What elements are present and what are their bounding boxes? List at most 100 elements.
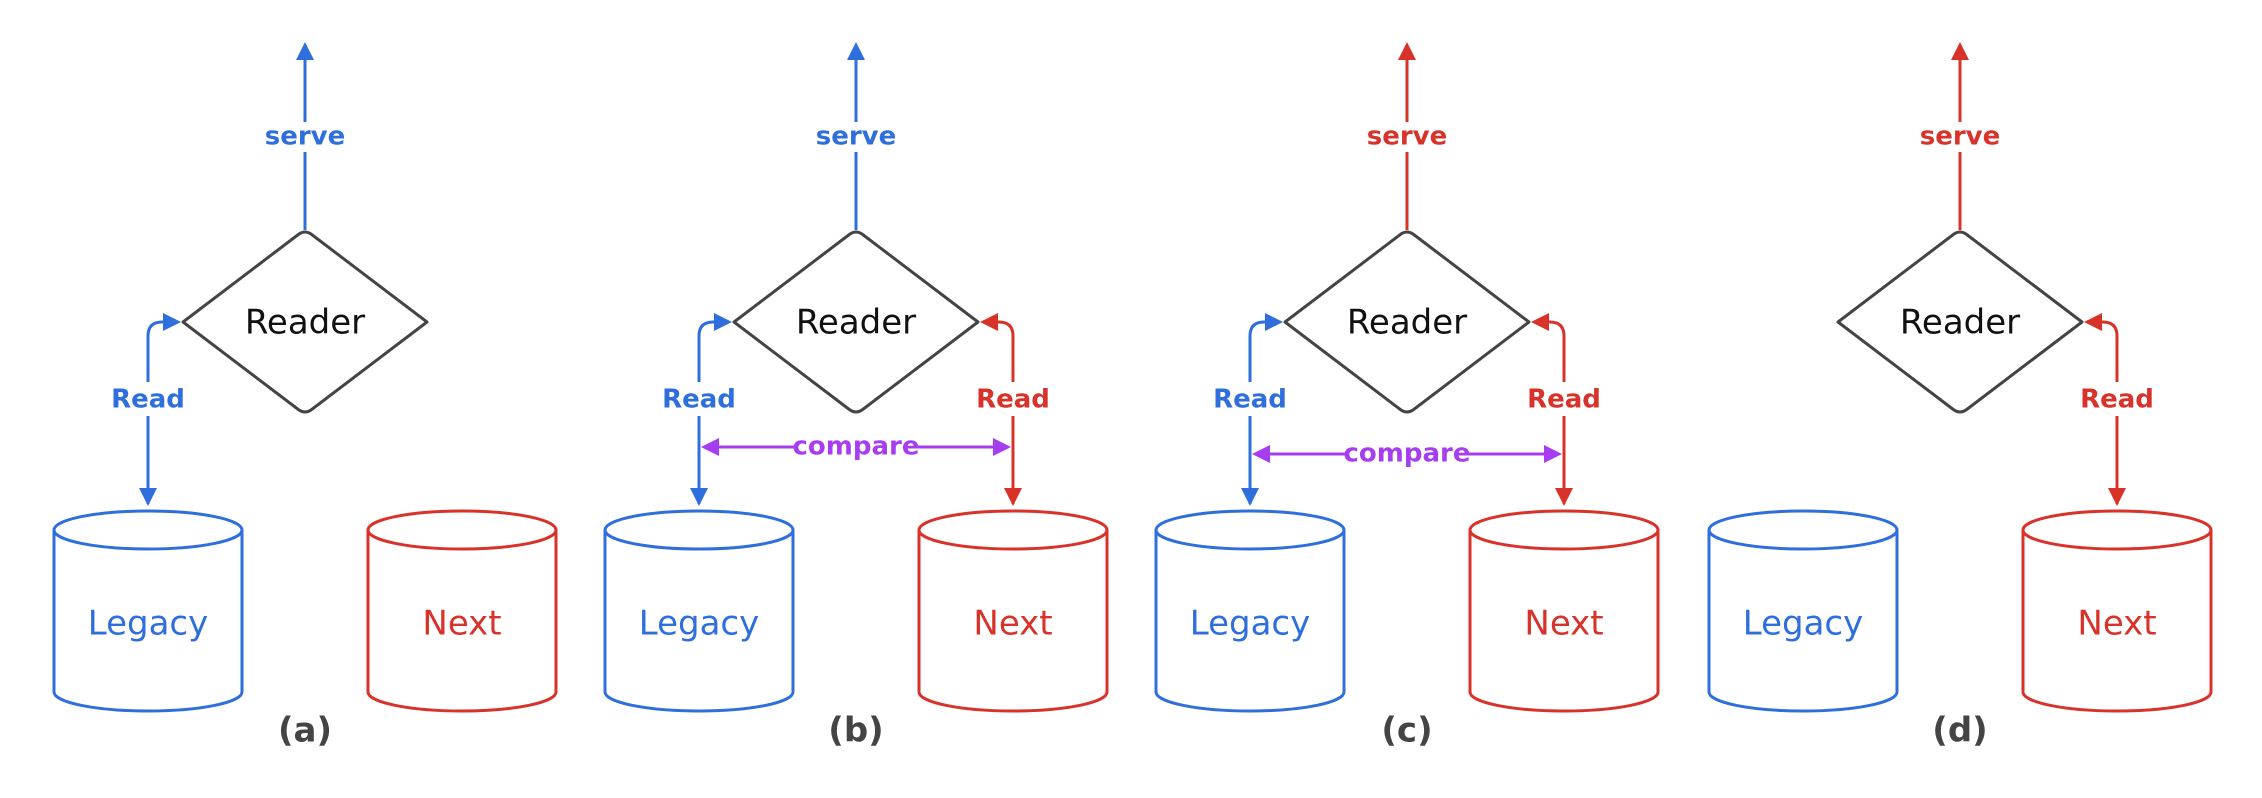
serve-label-bg xyxy=(811,122,901,152)
serve-arrowhead-icon xyxy=(847,42,865,60)
read-line xyxy=(2100,320,2119,504)
legacy-database: Legacy xyxy=(1707,509,1899,713)
reader-label: Reader xyxy=(796,303,916,343)
cylinder-top xyxy=(1468,509,1660,551)
serve-label-bg xyxy=(1362,122,1452,152)
read-label: Read xyxy=(662,385,736,415)
reader-diamond xyxy=(732,230,980,414)
compare-arrowhead-right-icon xyxy=(1544,445,1562,463)
read-arrowhead-down-icon xyxy=(1241,488,1259,506)
read-label: Read xyxy=(1213,385,1287,415)
next-database: Next xyxy=(2021,509,2213,713)
read-label-bg xyxy=(975,382,1051,416)
reader-diamond xyxy=(1283,230,1531,414)
cylinder-body xyxy=(366,530,558,713)
compare-label: compare xyxy=(1344,439,1471,469)
read-legacy-arrow: Read xyxy=(110,313,186,506)
database-label: Legacy xyxy=(1190,604,1311,644)
serve-arrowhead-icon xyxy=(1398,42,1416,60)
cylinder-body xyxy=(1154,530,1346,713)
database-label: Legacy xyxy=(1743,604,1864,644)
database-label: Legacy xyxy=(88,604,209,644)
serve-label: serve xyxy=(1367,122,1448,152)
compare-label: compare xyxy=(793,432,920,462)
serve-arrowhead-icon xyxy=(1951,42,1969,60)
reader-label: Reader xyxy=(1900,303,2020,343)
read-arrowhead-up-icon xyxy=(2084,313,2102,331)
serve-label: serve xyxy=(816,122,897,152)
next-database: Next xyxy=(366,509,558,713)
cylinder-top xyxy=(2021,509,2213,551)
panel-caption: (c) xyxy=(1381,711,1432,751)
compare-label-bg xyxy=(796,430,916,462)
cylinder-body xyxy=(917,530,1109,713)
read-line xyxy=(1248,320,1267,504)
next-database: Next xyxy=(1468,509,1660,713)
cylinder-top xyxy=(917,509,1109,551)
read-arrowhead-up-icon xyxy=(1531,313,1549,331)
read-label: Read xyxy=(1527,385,1601,415)
read-next-arrow: Read xyxy=(975,313,1051,506)
serve-label: serve xyxy=(1920,122,2001,152)
cylinder-body xyxy=(1707,530,1899,713)
next-database: Next xyxy=(917,509,1109,713)
read-line xyxy=(146,320,165,504)
legacy-database: Legacy xyxy=(52,509,244,713)
read-legacy-arrow: Read xyxy=(1212,313,1288,506)
read-arrowhead-down-icon xyxy=(2108,488,2126,506)
compare-arrow: compare xyxy=(1252,437,1562,469)
reader-diamond xyxy=(1836,230,2084,414)
read-next-arrow: Read xyxy=(2079,313,2155,506)
read-label: Read xyxy=(2080,385,2154,415)
read-line xyxy=(697,320,716,504)
compare-arrow: compare xyxy=(701,430,1011,462)
database-label: Next xyxy=(1524,604,1603,644)
compare-arrowhead-right-icon xyxy=(993,438,1011,456)
read-next-arrow: Read xyxy=(1526,313,1602,506)
read-arrowhead-down-icon xyxy=(139,488,157,506)
panel-caption: (b) xyxy=(828,711,883,751)
read-label: Read xyxy=(976,385,1050,415)
serve-label: serve xyxy=(265,122,346,152)
read-label-bg xyxy=(110,382,186,416)
cylinder-top xyxy=(603,509,795,551)
cylinder-top xyxy=(366,509,558,551)
database-label: Next xyxy=(422,604,501,644)
cylinder-top xyxy=(52,509,244,551)
compare-arrowhead-left-icon xyxy=(1252,445,1270,463)
read-label-bg xyxy=(1526,382,1602,416)
compare-arrowhead-left-icon xyxy=(701,438,719,456)
reader-label: Reader xyxy=(1347,303,1467,343)
read-arrowhead-up-icon xyxy=(980,313,998,331)
read-label-bg xyxy=(2079,382,2155,416)
serve-label-bg xyxy=(260,122,350,152)
compare-label-bg xyxy=(1347,437,1467,469)
read-line xyxy=(1547,320,1566,504)
read-label-bg xyxy=(1212,382,1288,416)
reader-diamond xyxy=(181,230,429,414)
read-arrowhead-up-icon xyxy=(714,313,732,331)
reader-label: Reader xyxy=(245,303,365,343)
read-label-bg xyxy=(661,382,737,416)
serve-label-bg xyxy=(1915,122,2005,152)
read-line xyxy=(996,320,1015,504)
database-label: Next xyxy=(2077,604,2156,644)
read-arrowhead-up-icon xyxy=(163,313,181,331)
legacy-database: Legacy xyxy=(603,509,795,713)
read-arrowhead-down-icon xyxy=(690,488,708,506)
cylinder-body xyxy=(52,530,244,713)
cylinder-body xyxy=(1468,530,1660,713)
read-arrowhead-up-icon xyxy=(1265,313,1283,331)
cylinder-body xyxy=(603,530,795,713)
cylinder-body xyxy=(2021,530,2213,713)
panel-caption: (a) xyxy=(278,711,332,751)
database-label: Next xyxy=(973,604,1052,644)
panel-caption: (d) xyxy=(1932,711,1987,751)
legacy-database: Legacy xyxy=(1154,509,1346,713)
cylinder-top xyxy=(1154,509,1346,551)
serve-arrowhead-icon xyxy=(296,42,314,60)
